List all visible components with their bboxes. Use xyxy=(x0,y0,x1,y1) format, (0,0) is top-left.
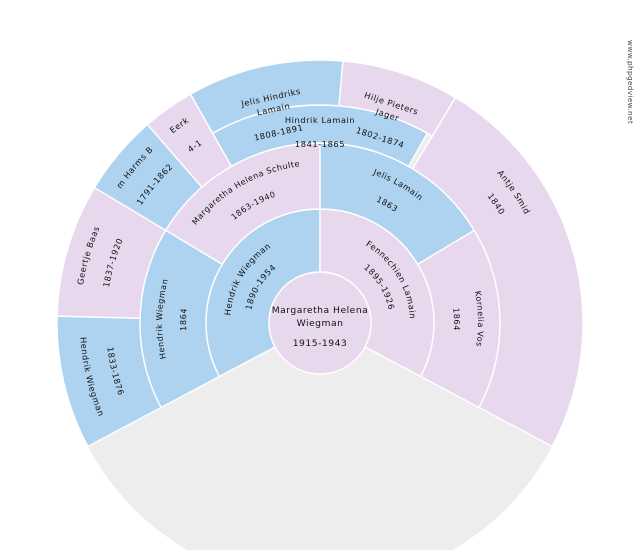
label-dates-paternal-grandfather: 1864 xyxy=(178,307,189,331)
center-person-name-line1: Margaretha Helena xyxy=(272,305,369,316)
center-person-name-line2: Wiegman xyxy=(297,318,344,329)
svg-text:1841-1865: 1841-1865 xyxy=(295,139,345,149)
label-ggf-5: Hindrik Lamain 1841-1865 xyxy=(285,115,355,149)
label-dates-maternal-grandmother: 1864 xyxy=(451,307,462,331)
center-person-disc[interactable] xyxy=(268,271,372,375)
segment-ggm-8[interactable] xyxy=(411,96,584,448)
fan-segments-layer xyxy=(56,59,584,448)
label-name-maternal-grandmother: Kornelia Vos xyxy=(473,290,486,348)
watermark-label: www.phpgedview.net xyxy=(626,40,635,124)
center-person-dates: 1915-1943 xyxy=(293,338,348,349)
label-name-ggf-3: Harm Harms Baas xyxy=(0,0,155,190)
svg-text:Hindrik Lamain: Hindrik Lamain xyxy=(285,115,355,125)
